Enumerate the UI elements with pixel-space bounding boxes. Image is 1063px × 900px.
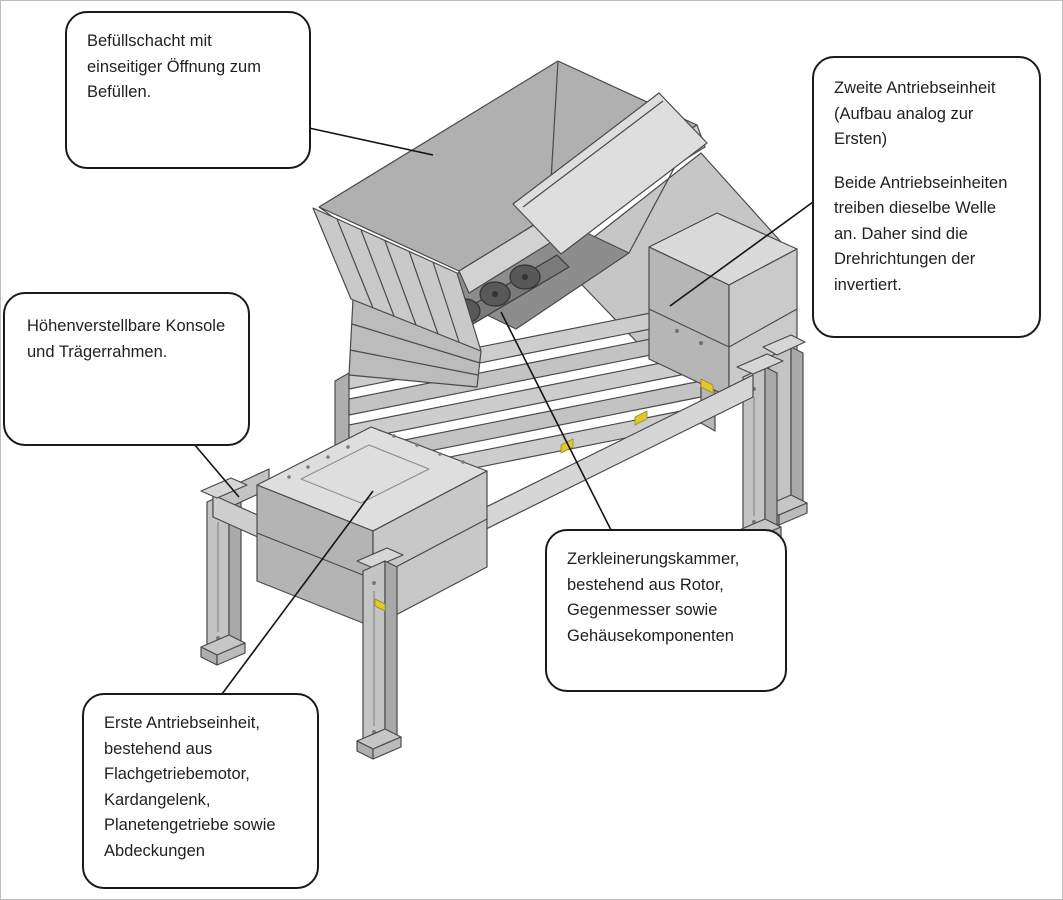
drive-unit-left [256, 426, 488, 628]
leader-lines [193, 127, 814, 695]
warning-label-icon [634, 410, 648, 426]
callout-zweite-antriebseinheit-text-2: Beide Antriebseinheiten treiben dieselbe… [834, 173, 1008, 294]
callout-befuellschacht-text: Befüllschacht mit einseitiger Öffnung zu… [87, 32, 261, 102]
callout-erste-antriebseinheit: Erste Antriebseinheit, bestehend aus Fla… [82, 693, 319, 889]
hopper [312, 60, 708, 388]
leader-line-erste-antriebseinheit [221, 490, 374, 695]
callout-erste-antriebseinheit-text: Erste Antriebseinheit, bestehend aus Fla… [104, 714, 276, 860]
warning-label-icon [700, 378, 714, 394]
callout-befuellschacht: Befüllschacht mit einseitiger Öffnung zu… [65, 11, 311, 169]
rotor [438, 254, 570, 338]
warning-label-icon [374, 598, 386, 612]
leader-line-zweite-antriebseinheit [669, 201, 814, 307]
leader-line-befuellschacht [308, 127, 434, 156]
callout-zerkleinerungskammer-text: Zerkleinerungskammer, bestehend aus Roto… [567, 550, 740, 645]
warning-label-icon [560, 438, 574, 454]
leader-line-zerkleinerungskammer [500, 311, 612, 531]
hopper-lid [512, 92, 708, 255]
drive-unit-right [648, 212, 798, 398]
callout-hoehenverstellbare-konsole-text: Höhenverstellbare Konsole und Trägerrahm… [27, 317, 226, 361]
callout-hoehenverstellbare-konsole: Höhenverstellbare Konsole und Trägerrahm… [3, 292, 250, 446]
leader-line-hoehenverstellbare-konsole [193, 443, 240, 498]
callout-zerkleinerungskammer: Zerkleinerungskammer, bestehend aus Roto… [545, 529, 787, 692]
callout-zweite-antriebseinheit-text-1: Zweite Antriebseinheit (Aufbau analog zu… [834, 79, 996, 149]
callout-zweite-antriebseinheit: Zweite Antriebseinheit (Aufbau analog zu… [812, 56, 1041, 338]
leg-front-left [200, 491, 246, 666]
leg-front-center [356, 547, 404, 760]
